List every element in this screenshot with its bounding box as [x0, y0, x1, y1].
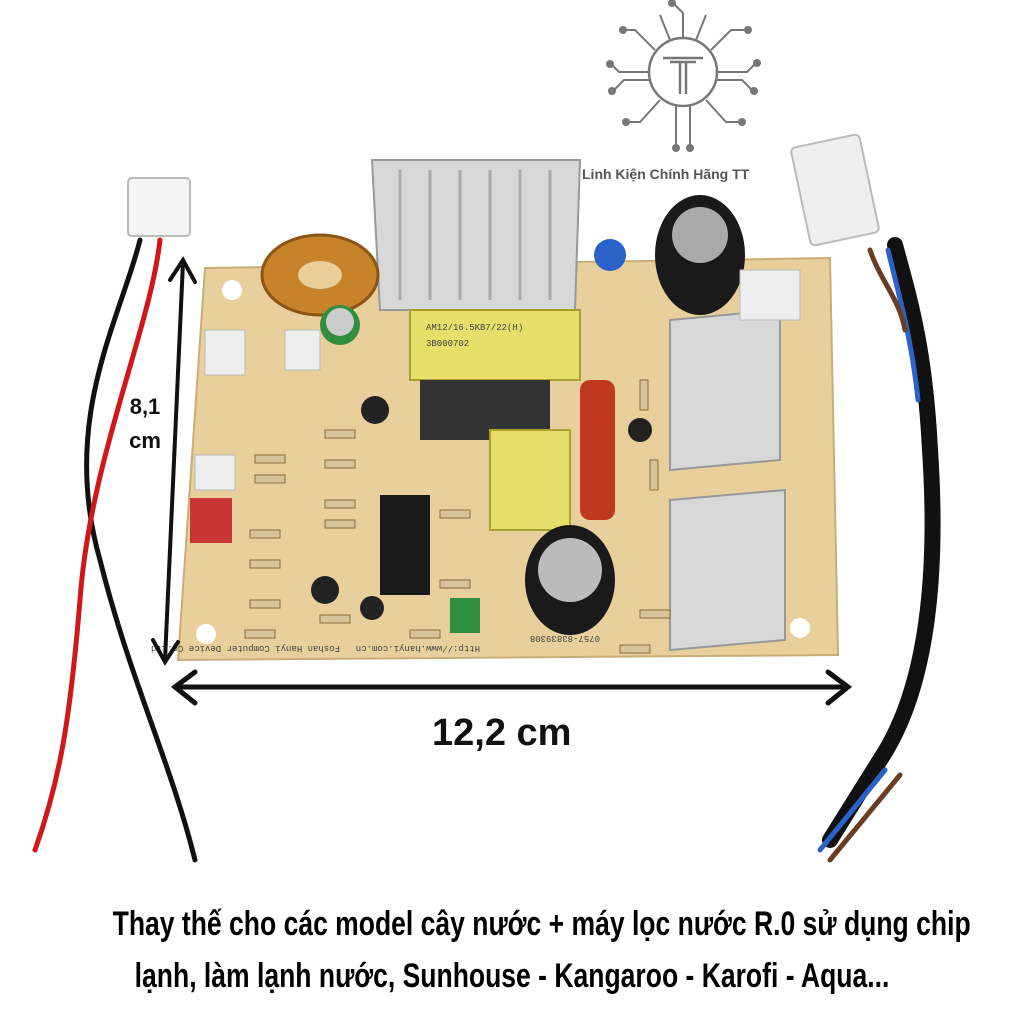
width-dimension-arrow [170, 669, 853, 706]
height-label: 8,1 cm [120, 390, 170, 458]
left-wire-harness [32, 177, 198, 863]
height-dimension-arrow [151, 256, 197, 666]
brand-name: Linh Kiện Chính Hãng TT [582, 166, 750, 182]
product-caption: Thay thế cho các model cây nước + máy lọ… [0, 898, 1024, 1002]
pcb-phone: 0757-83839308 [530, 633, 600, 643]
caption-line-2: lạnh, làm lạnh nước, Sunhouse - Kangaroo… [134, 957, 890, 995]
pcb-company: Foshan Hanyi Computer Device Co.Ltd [151, 643, 340, 653]
right-wire-harness [790, 133, 941, 863]
caption-line-1: Thay thế cho các model cây nước + máy lọ… [112, 905, 971, 943]
pcb-website: Http://www.hanyi.com.cn [356, 643, 480, 653]
brand-logo [606, 0, 761, 152]
height-value: 8,1 [129, 394, 161, 419]
width-label: 12,2 cm [432, 712, 572, 754]
height-unit: cm [129, 428, 161, 454]
transformer-label: AM12/16.5KB7/22(H) [426, 323, 523, 333]
transformer-serial: 3B000702 [426, 339, 469, 349]
pcb-board: AM12/16.5KB7/22(H) 3B000702 Http://www [151, 159, 840, 662]
